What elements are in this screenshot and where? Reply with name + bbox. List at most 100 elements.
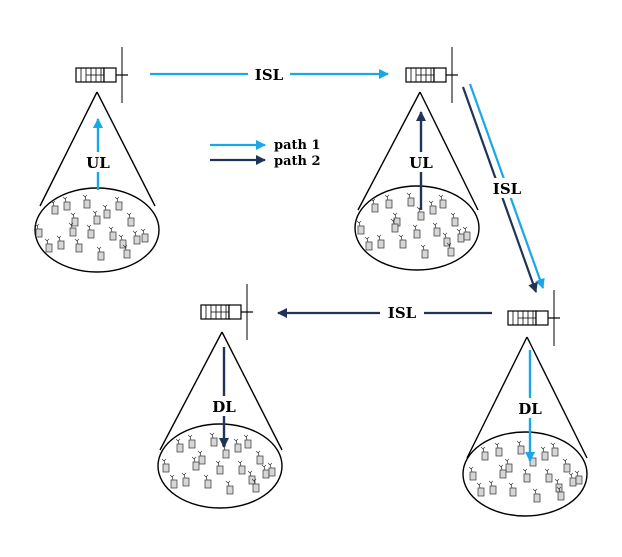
dl-label-2: DL [518,400,542,418]
ground-device-icon [522,468,531,483]
ground-device-icon [74,238,83,253]
isl-label-bottom: ISL [388,304,417,322]
coverage-area-3 [157,423,283,509]
ground-device-icon [82,194,91,209]
isl-label-top: ISL [255,66,284,84]
ground-device-icon [356,220,365,235]
ground-device-icon [247,470,256,485]
ground-device-icon [118,234,127,249]
ground-device-icon [237,460,246,475]
coverage-area-4 [462,431,588,517]
isl-label-bottom-bg [380,303,424,323]
ground-device-icon [70,212,79,227]
dl-label-2-bg [514,398,546,418]
ground-device-icon [428,200,437,215]
ground-device-icon [96,246,105,261]
satellite-3 [507,290,560,346]
ground-device-icon [169,474,178,489]
isl-label-top-bg [248,64,290,84]
ground-device-icon [412,224,421,239]
dl-label-1-bg [208,396,240,416]
isl-label-diag-bg [490,178,524,198]
ground-device-icon [197,450,206,465]
ground-device-icon [498,464,507,479]
ground-device-icon [390,218,399,233]
ground-device-icon [114,196,123,211]
ground-device-icon [406,192,415,207]
ground-device-icon [215,460,224,475]
ground-device-icon [92,210,101,225]
satellite-icon [405,47,458,103]
coverage-cone-4 [462,336,588,517]
ground-device-icon [450,212,459,227]
ground-device-icon [384,194,393,209]
ground-device-icon [544,468,553,483]
ground-device-icon [376,234,385,249]
ground-device-icon [574,470,583,485]
ul-label-2-bg [405,152,437,172]
ground-device-icon [161,458,170,473]
ground-device-icon [181,472,190,487]
ground-device-icon [398,234,407,249]
legend-path2-label: path 2 [274,154,321,169]
ground-device-icon [562,458,571,473]
ground-device-icon [540,446,549,461]
ground-device-icon [203,474,212,489]
legend: path 1 path 2 [210,138,321,169]
satellite-icon [507,290,560,346]
ground-device-icon [50,200,59,215]
ground-device-icon [243,434,252,449]
coverage-cone-2 [354,91,480,271]
satellite-2 [405,47,458,103]
ground-device-icon [554,478,563,493]
ground-device-icon [62,196,71,211]
satellite-icon [200,284,253,340]
coverage-area-2 [354,185,480,271]
ground-device-icon [508,482,517,497]
dl-label-1: DL [212,398,236,416]
ground-device-icon [476,482,485,497]
ground-device-icon [532,488,541,503]
ground-device-icon [267,462,276,477]
legend-path1-label: path 1 [274,138,321,153]
ground-device-icon [191,456,200,471]
ground-device-icon [68,222,77,237]
coverage-area-1 [34,187,160,273]
ground-device-icon [438,194,447,209]
ground-device-icon [488,480,497,495]
ground-device-icon [568,472,577,487]
ground-device-icon [442,232,451,247]
ground-device-icon [432,222,441,237]
satellite-4 [200,284,253,340]
ground-device-icon [175,438,184,453]
ground-device-icon [504,458,513,473]
ul-label-2: UL [409,154,433,172]
ground-device-icon [132,230,141,245]
coverage-cone-3 [157,331,283,509]
ground-device-icon [456,228,465,243]
ground-device-icon [122,244,131,259]
ground-device-icon [102,204,111,219]
ground-device-icon [462,226,471,241]
ul-label-1: UL [86,154,110,172]
satellite-icon [75,47,128,103]
ground-device-icon [446,242,455,257]
ground-device-icon [34,223,43,238]
ground-device-icon [108,226,117,241]
ground-device-icon [261,464,270,479]
ground-device-icon [233,438,242,453]
ul-label-1-bg [82,152,114,172]
ground-device-icon [364,236,373,251]
isl-label-diag: ISL [493,180,522,198]
ground-device-icon [516,440,525,455]
satellite-1 [75,47,128,103]
ground-device-icon [420,244,429,259]
ground-device-icon [480,446,489,461]
ground-device-icon [56,235,65,250]
ground-device-icon [468,466,477,481]
ground-devices [34,192,583,503]
ground-device-icon [251,478,260,493]
ground-device-icon [187,434,196,449]
ground-device-icon [550,442,559,457]
